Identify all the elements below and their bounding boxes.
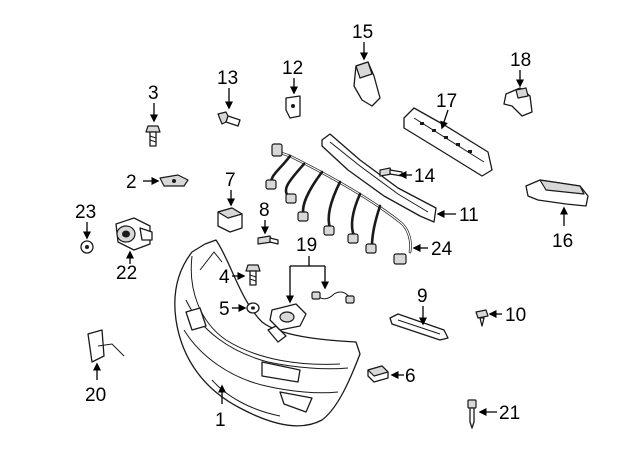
callout-label-16: 16 [552, 231, 573, 252]
callout-label-3: 3 [148, 83, 159, 104]
callout-16: 16 [552, 206, 573, 252]
callout-label-1: 1 [215, 410, 226, 431]
callout-label-6: 6 [405, 366, 416, 387]
callout-22: 22 [116, 250, 137, 284]
screw-part-8 [257, 235, 279, 245]
washer-part-23 [80, 240, 94, 254]
bracket-part-15 [353, 61, 381, 107]
callout-20: 20 [85, 362, 106, 406]
clip-nut-part-12 [285, 95, 301, 119]
callout-9: 9 [417, 286, 428, 326]
callout-14: 14 [398, 166, 436, 187]
leader-17 [440, 109, 449, 130]
callout-23: 23 [75, 202, 96, 240]
callout-label-13: 13 [217, 68, 238, 89]
spacer-part-6 [367, 365, 389, 383]
callout-label-10: 10 [505, 305, 526, 326]
bumper-cover-part [174, 239, 361, 427]
trim-strip-part [389, 313, 449, 341]
callout-15: 15 [352, 22, 373, 61]
callout-label-18: 18 [510, 50, 531, 71]
callout-13: 13 [217, 68, 238, 110]
callout-4: 4 [219, 267, 246, 288]
callout-18: 18 [510, 50, 531, 88]
bracket-part-18 [503, 87, 533, 117]
callout-label-14: 14 [414, 166, 436, 187]
callout-6: 6 [390, 366, 416, 387]
callout-label-2: 2 [126, 172, 137, 193]
callout-label-9: 9 [417, 286, 428, 307]
grommet-part-7 [217, 207, 243, 233]
pin-part-21 [467, 399, 477, 429]
callout-label-4: 4 [219, 267, 230, 288]
tow-cover-part [87, 329, 125, 363]
callout-24: 24 [412, 239, 453, 260]
callout-1: 1 [215, 384, 226, 431]
callout-label-12: 12 [282, 58, 303, 79]
callout-3: 3 [148, 83, 159, 123]
callout-label-7: 7 [225, 170, 236, 191]
callout-label-24: 24 [431, 239, 453, 260]
callout-19: 19 [286, 235, 329, 304]
callout-2: 2 [126, 172, 160, 193]
callout-label-21: 21 [499, 403, 520, 424]
callout-11: 11 [436, 205, 479, 226]
nut-part-5 [246, 302, 260, 314]
callout-label-5: 5 [219, 299, 230, 320]
bolt-part-13 [217, 111, 241, 127]
callout-label-22: 22 [116, 263, 137, 284]
bracket-part-16 [525, 179, 589, 207]
retainer-bracket-part [159, 174, 189, 187]
callout-21: 21 [478, 403, 520, 424]
callout-label-8: 8 [259, 200, 270, 221]
callout-8: 8 [259, 200, 270, 235]
push-clip-part-10 [475, 309, 489, 327]
bolt-part-3 [145, 125, 161, 147]
callout-label-20: 20 [85, 385, 106, 406]
callout-12: 12 [282, 58, 303, 95]
callout-10: 10 [488, 305, 526, 326]
energy-absorber-part [403, 107, 493, 177]
callout-label-15: 15 [352, 22, 373, 43]
park-sensor-part [115, 217, 153, 251]
callout-label-11: 11 [459, 205, 479, 226]
callout-label-23: 23 [75, 202, 96, 223]
impact-strip-part [321, 133, 437, 223]
screw-part-14 [379, 167, 403, 177]
callout-17: 17 [436, 91, 457, 130]
sensor-bracket-part [269, 291, 355, 331]
bolt-part-4 [245, 264, 261, 286]
callout-label-17: 17 [436, 91, 457, 112]
wiring-harness-part [265, 143, 412, 265]
callout-label-19: 19 [296, 235, 317, 256]
callout-7: 7 [225, 170, 236, 207]
callout-5: 5 [219, 299, 247, 320]
